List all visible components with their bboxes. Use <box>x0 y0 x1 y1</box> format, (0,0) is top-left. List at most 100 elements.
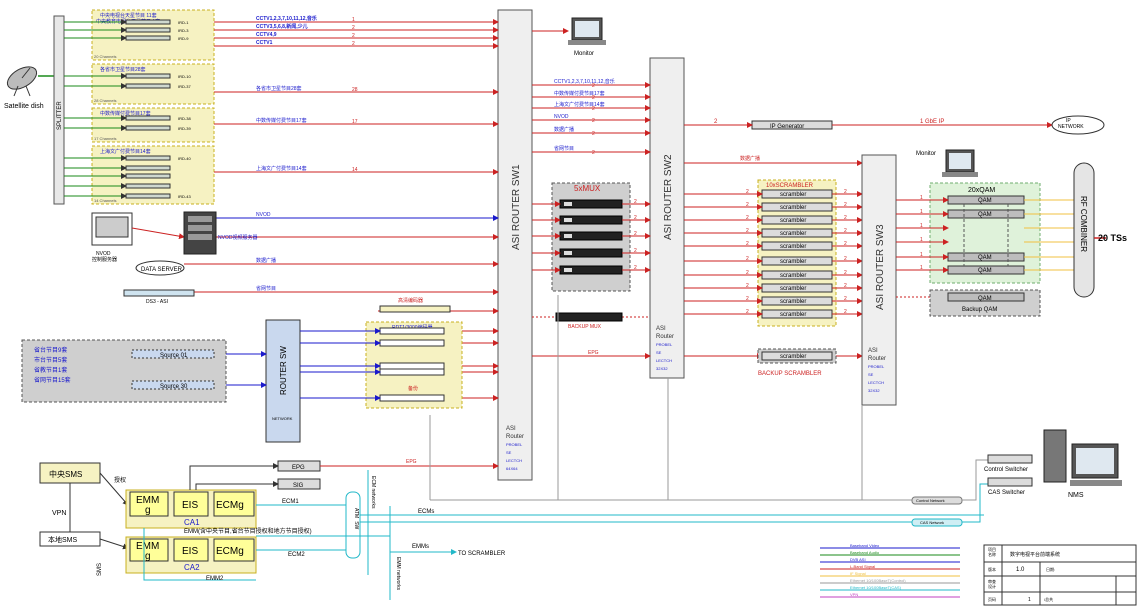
ip-net-l2: NETWORK <box>1058 124 1084 130</box>
scrambler-unit-label: scrambler <box>780 205 806 211</box>
monitor-right <box>942 149 978 177</box>
mux-count: 2 <box>634 199 637 205</box>
sw2-input-count: 2 <box>592 106 595 112</box>
sw2-input-label: NVOD <box>554 114 569 120</box>
control-network-label: Control Network <box>916 498 945 503</box>
nms-label: NMS <box>1068 492 1084 499</box>
backup-mux <box>555 312 623 322</box>
mux-count: 2 <box>634 265 637 271</box>
scrambler-in-count: 2 <box>746 296 749 302</box>
scrambler-unit-label: scrambler <box>780 273 806 279</box>
scrambler-in-count: 2 <box>746 202 749 208</box>
source-30-label: Source 30 <box>160 384 188 390</box>
asi-router-sw2 <box>649 57 685 379</box>
ird-unit <box>125 183 171 189</box>
emm2-label: EMM2 <box>206 576 224 582</box>
tb-ver: 1.0 <box>1016 567 1025 573</box>
epg-label-sw1: EPG <box>588 350 599 356</box>
ird-unit <box>125 35 171 41</box>
ird-label-top: IRD-40 <box>178 156 191 161</box>
sw2-input-label: 中数传媒付费节目17套 <box>554 90 605 97</box>
ird-group-title-1: 中央电视台天星节目 11套 <box>100 12 157 19</box>
encoder-unit <box>379 327 445 335</box>
sw1-input-label: CCTV3,5,6,8,新闻,少儿 <box>256 23 308 30</box>
sw3-sub-text: 32X32 <box>868 388 880 393</box>
ca2-label: CA2 <box>184 563 200 572</box>
ca2-emm-l2: g <box>145 551 151 562</box>
satellite-dish <box>6 66 38 97</box>
ip-network-cloud <box>1051 115 1105 135</box>
scrambler-in-count: 2 <box>746 241 749 247</box>
sms-side-label: SMS <box>97 563 103 576</box>
control-switcher <box>987 454 1033 464</box>
qam-in-count: 1 <box>920 209 923 215</box>
asi-router-sw3 <box>861 154 897 406</box>
sw2-sub-text: PROBEL <box>656 342 673 347</box>
ca2-emm-l1: EMM <box>136 541 159 552</box>
monitor-top-label: Monitor <box>574 51 594 57</box>
scrambler-in-count: 2 <box>746 228 749 234</box>
router-sw-sub: NETWORK <box>272 416 293 421</box>
ird-group-title-2: 各省市卫星节目28套 <box>100 66 146 73</box>
ecm2-label: ECM2 <box>288 552 305 558</box>
ird-label-top: IRD-1 <box>178 20 189 25</box>
mux-unit-led <box>564 234 572 238</box>
sw3-sub-text: SE <box>868 372 874 377</box>
source-item: 省教节目1套 <box>34 366 67 374</box>
ca1-eis <box>173 491 209 517</box>
backup-scrambler-unit-label: scrambler <box>780 354 806 360</box>
qam-title: 20xQAM <box>968 187 995 194</box>
ird-label-bot: IRD-37 <box>178 84 191 89</box>
sw1-input-count: 14 <box>352 167 358 173</box>
sw2-sub-text: 32X32 <box>656 366 668 371</box>
scrambler-out-count: 2 <box>844 283 847 289</box>
ca2-eis-label: EIS <box>182 546 198 557</box>
sw3-sub-text: PROBEL <box>868 364 885 369</box>
source-01 <box>131 349 215 359</box>
sw1-input-count: 2 <box>352 25 355 31</box>
ird-group-channels-2: 28 Channels <box>94 98 116 103</box>
sw2-input-label: 数据广播 <box>554 126 574 133</box>
ird-group-1 <box>91 9 215 61</box>
hd-encoder-label: 高清编码器 <box>398 297 423 304</box>
scrambler-out-count: 2 <box>844 309 847 315</box>
ird-group-3 <box>91 107 215 143</box>
ca1-ecmg-label: ECMg <box>216 500 244 511</box>
nvod-ctrl-l1: NVOD <box>96 251 111 257</box>
ird-unit <box>125 155 171 161</box>
sw3-sub-text: ASI <box>868 348 878 354</box>
ird-unit <box>125 27 171 33</box>
atm-switch-label: ATMSW <box>353 508 359 530</box>
sw2-sub-text: LECTCH <box>656 358 672 363</box>
emms-label: EMMs <box>412 544 429 550</box>
legend-label: Ethernet 10/100BaseT(Control) <box>850 578 906 583</box>
scrambler-unit-label: scrambler <box>780 231 806 237</box>
sw1-input-label: 各省市卫星节目28套 <box>256 85 302 92</box>
ird-group-channels-1: 20 Channels <box>94 54 116 59</box>
mux-unit-led <box>564 202 572 206</box>
scrambler-out-count: 2 <box>844 189 847 195</box>
nvod-ctrl-l2: 控制服务器 <box>92 256 117 263</box>
router-sw <box>265 319 301 443</box>
ird-label-mid: IRD-3 <box>178 28 189 33</box>
ds3-asi-label: DS3 - ASI <box>146 299 168 305</box>
qam-in-count: 1 <box>920 237 923 243</box>
ird-group-channels-3: 17 Channels <box>94 136 116 141</box>
scrambler-out-count: 2 <box>844 215 847 221</box>
legend-label: DVB ASI <box>850 557 866 562</box>
tb-project: 数字电视平台前端系统 <box>1010 551 1060 558</box>
tb-reviewer: 审查设计 <box>988 578 996 589</box>
scrambler-out-count: 2 <box>844 256 847 262</box>
mux-unit-led <box>564 251 572 255</box>
asi-router-sw1 <box>497 9 533 481</box>
sw3-sub-text: Router <box>868 356 886 362</box>
to-scrambler-label: TO SCRAMBLER <box>458 551 506 557</box>
scrambler-unit-label: scrambler <box>780 244 806 250</box>
sw1-input-count: 17 <box>352 119 358 125</box>
scrambler-out-count: 2 <box>844 228 847 234</box>
tb-rev-l1: 审查 <box>988 578 996 584</box>
cas-switcher <box>987 477 1033 487</box>
nvod-video-server <box>183 211 217 255</box>
